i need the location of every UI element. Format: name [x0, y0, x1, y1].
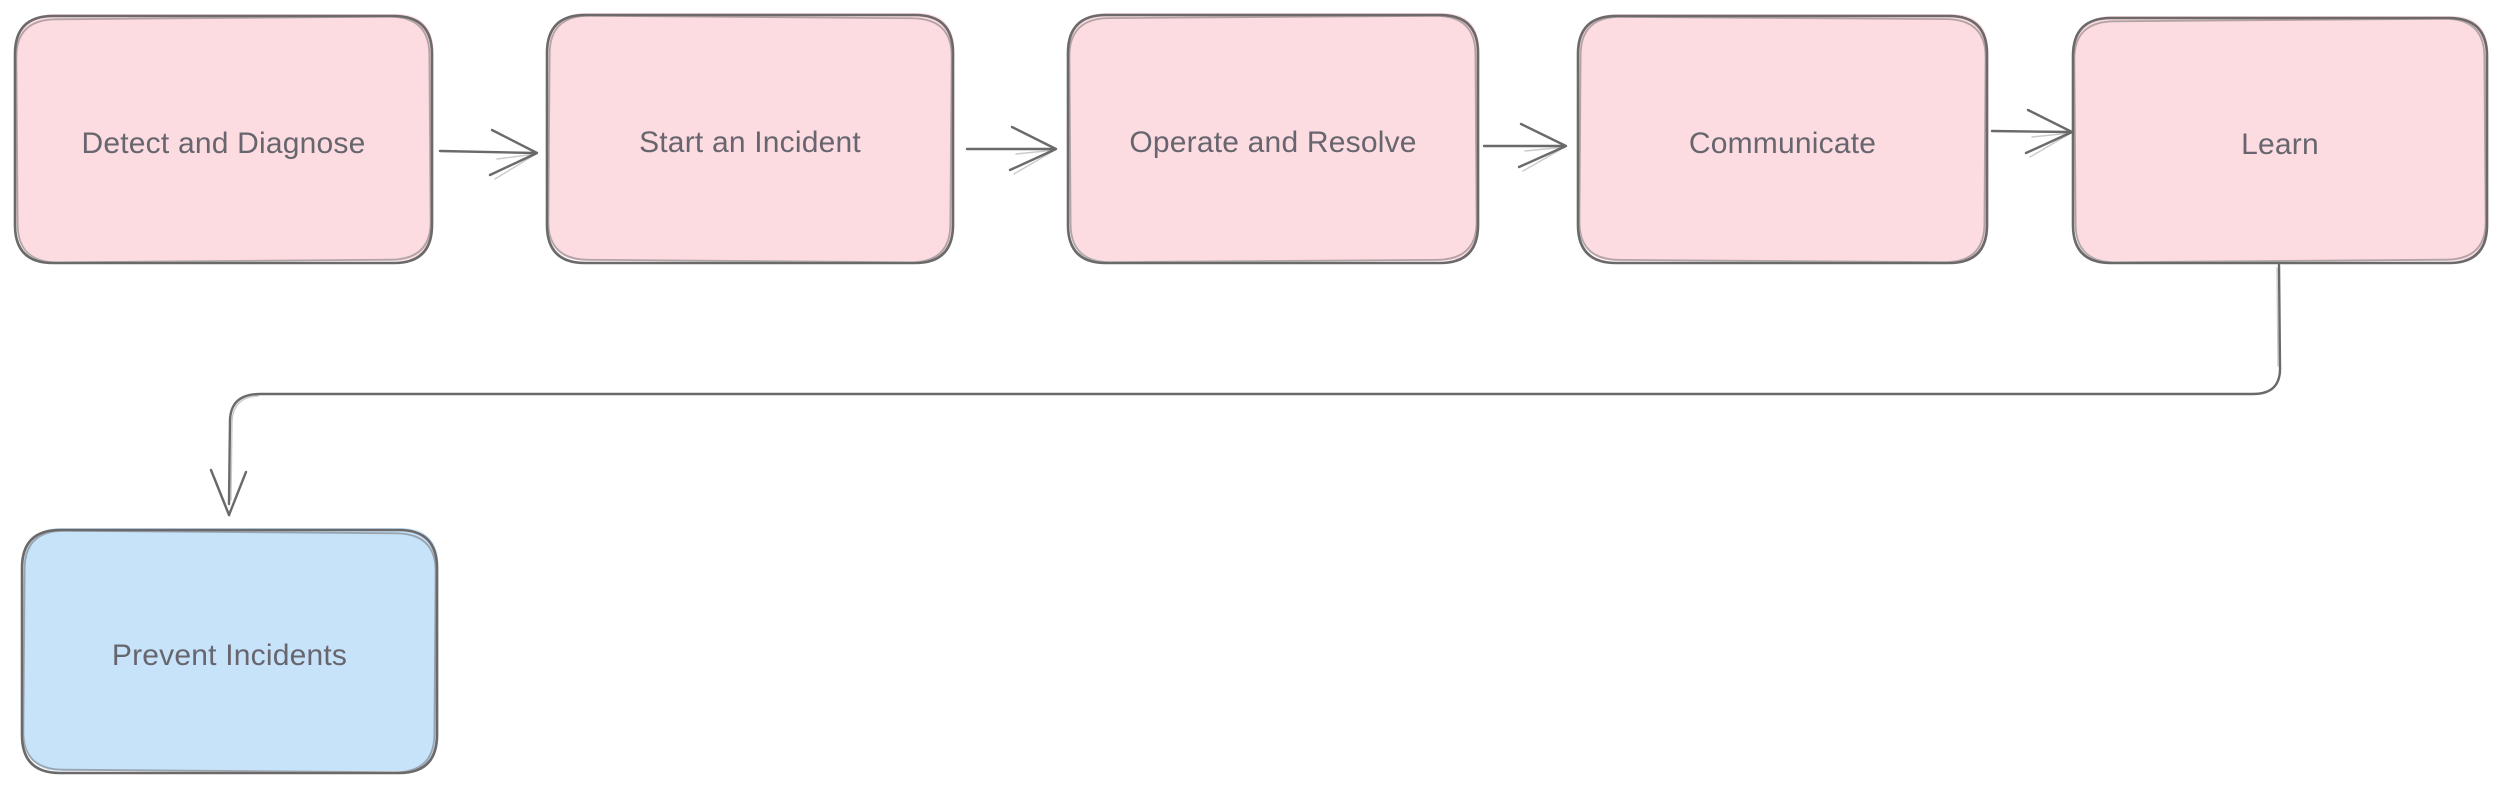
node-learn[interactable]: [2071, 16, 2489, 265]
node-outline: [2071, 16, 2489, 265]
node-detect-and-diagnose[interactable]: [13, 14, 434, 265]
node-start-an-incident[interactable]: [545, 13, 955, 265]
node-operate-and-resolve[interactable]: [1066, 13, 1480, 265]
node-outline: [1066, 13, 1480, 265]
node-fill: [548, 13, 955, 261]
edge-operate-to-communicate[interactable]: [1482, 122, 1568, 172]
edge-shaft: [438, 149, 536, 155]
edge-shaft: [1990, 129, 2072, 134]
node-fill: [1069, 13, 1480, 261]
node-outline-sketch: [1578, 15, 1987, 264]
edge-arrowhead-icon: [1008, 125, 1058, 172]
edge-sketch-stroke: [1522, 146, 1566, 172]
edge-detect-to-start[interactable]: [438, 128, 539, 180]
node-fill: [16, 14, 434, 261]
node-communicate[interactable]: [1576, 14, 1989, 265]
node-prevent-incidents[interactable]: [20, 528, 439, 775]
node-outline-sketch: [15, 15, 432, 264]
edge-arrowhead-icon: [488, 128, 539, 177]
node-outline-sketch: [1068, 14, 1478, 264]
edge-arrowhead-icon: [209, 468, 248, 517]
node-fill: [1579, 14, 1989, 261]
node-outline-sketch: [547, 14, 953, 264]
edge-communicate-to-learn[interactable]: [1990, 108, 2074, 158]
edge-sketch-stroke: [2029, 132, 2072, 158]
node-outline-sketch: [2073, 17, 2487, 264]
node-outline-sketch: [22, 529, 437, 774]
node-fill: [23, 528, 439, 771]
edge-start-to-operate[interactable]: [965, 125, 1058, 175]
edge-elbow-shaft: [227, 263, 2282, 506]
edge-arrowhead-icon: [1517, 122, 1568, 169]
edge-sketch-stroke: [1013, 149, 1056, 175]
edge-sketch-stroke: [230, 267, 2279, 501]
edge-sketch-stroke: [214, 477, 231, 517]
edge-learn-to-prevent[interactable]: [209, 263, 2282, 517]
node-fill: [2074, 16, 2489, 261]
edge-sketch-stroke: [494, 153, 537, 180]
node-outline: [13, 14, 434, 265]
node-outline: [1576, 14, 1989, 265]
